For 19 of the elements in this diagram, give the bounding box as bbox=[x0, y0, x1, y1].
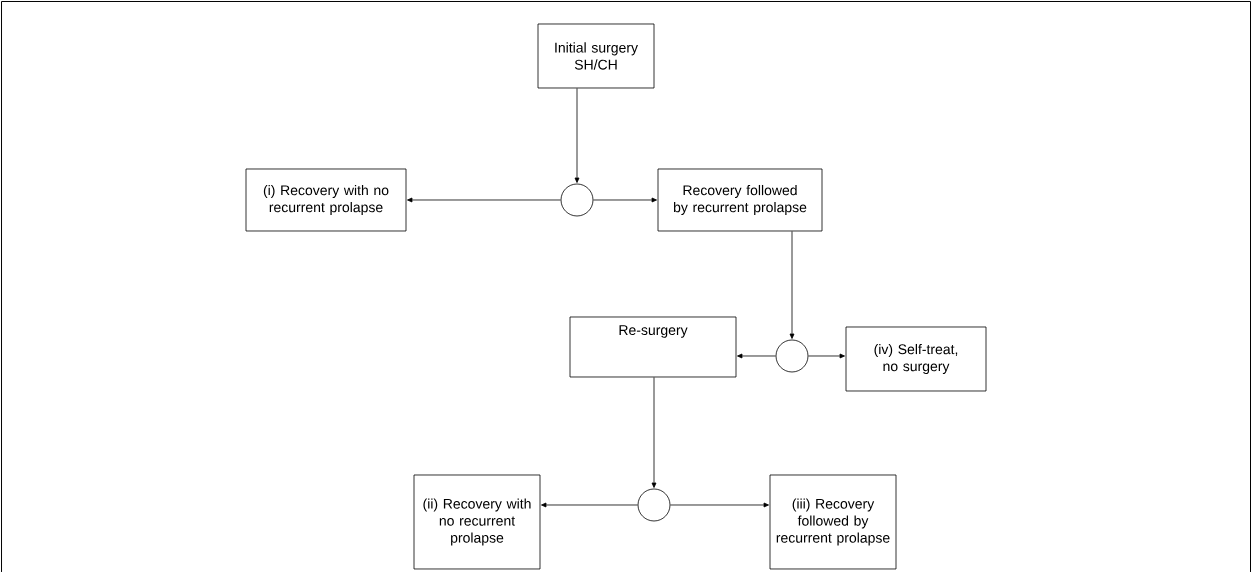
junction-circle bbox=[560, 183, 594, 217]
arrow bbox=[808, 353, 845, 359]
process-box: (iv) Self-treat, no surgery bbox=[845, 326, 987, 392]
process-box: (ii) Recovery with no recurrent prolapse bbox=[413, 474, 541, 570]
process-box: Initial surgery SH/CH bbox=[537, 23, 655, 89]
arrow bbox=[407, 197, 561, 203]
junction-circle bbox=[637, 488, 671, 522]
arrow bbox=[541, 502, 638, 508]
arrow bbox=[670, 502, 769, 508]
arrow bbox=[593, 197, 657, 203]
arrow bbox=[737, 353, 776, 359]
process-box: Recovery followed by recurrent prolapse bbox=[657, 168, 823, 232]
process-box: (i) Recovery with no recurrent prolapse bbox=[245, 168, 407, 232]
arrow bbox=[574, 88, 580, 183]
junction-circle bbox=[775, 339, 809, 373]
process-box: (iii) Recovery followed by recurrent prolapse bbox=[769, 474, 897, 570]
arrow bbox=[789, 231, 795, 339]
arrow bbox=[651, 377, 657, 488]
process-box: Re-surgery bbox=[569, 316, 737, 378]
